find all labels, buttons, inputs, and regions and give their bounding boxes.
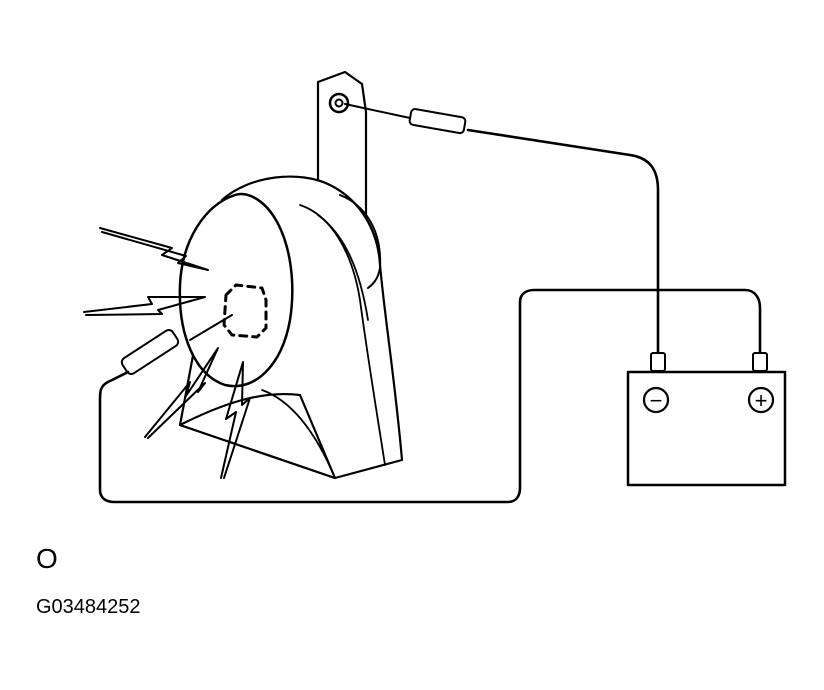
sound-arrow-upper-left: [99, 227, 209, 271]
sound-arrow-left: [83, 296, 206, 316]
negative-terminal: −: [642, 386, 670, 414]
negative-lead: [344, 103, 666, 372]
sound-arrow-lower-left: [144, 347, 219, 439]
negative-symbol: −: [650, 388, 663, 413]
battery-icon: − +: [626, 370, 787, 487]
status-indicator: O: [36, 543, 58, 574]
figure-id: G03484252: [36, 596, 141, 618]
positive-terminal: +: [747, 386, 775, 414]
sound-wave-icon: [83, 227, 251, 479]
sound-arrow-bottom: [220, 361, 251, 479]
battery-case: [626, 370, 787, 487]
horn-icon: [178, 70, 404, 480]
horn-terminal: [222, 283, 268, 339]
horn-front-face: [178, 192, 294, 388]
positive-lead: [98, 288, 768, 504]
positive-symbol: +: [755, 388, 768, 413]
bracket-bolt-hole: [328, 92, 350, 114]
